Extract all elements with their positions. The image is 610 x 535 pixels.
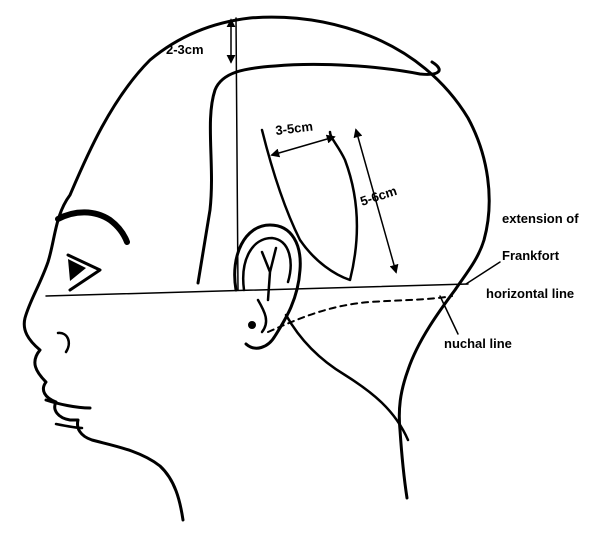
label-length: 5-6cm bbox=[358, 183, 398, 209]
hairline bbox=[198, 62, 439, 283]
incision-flap bbox=[262, 130, 357, 280]
label-frankfort: Frankfort bbox=[502, 248, 560, 263]
vertical-reference-line bbox=[236, 18, 238, 290]
nuchal-leader bbox=[440, 296, 458, 334]
label-extension: extension of bbox=[502, 211, 579, 226]
ear-dot bbox=[248, 321, 256, 329]
frankfort-horizontal-line bbox=[46, 284, 468, 296]
label-depth: 2-3cm bbox=[166, 42, 204, 57]
upper-lip bbox=[46, 400, 90, 408]
neck-line bbox=[286, 315, 408, 440]
nuchal-dashed-line bbox=[268, 296, 452, 332]
eyebrow bbox=[58, 212, 127, 242]
nostril bbox=[58, 333, 69, 352]
ear-lobe bbox=[258, 300, 266, 332]
label-horizontal: horizontal line bbox=[486, 286, 574, 301]
label-nuchal: nuchal line bbox=[444, 336, 512, 351]
width-arrow bbox=[272, 137, 334, 155]
label-width: 3-5cm bbox=[275, 119, 314, 138]
ear-antihelix bbox=[262, 248, 276, 300]
